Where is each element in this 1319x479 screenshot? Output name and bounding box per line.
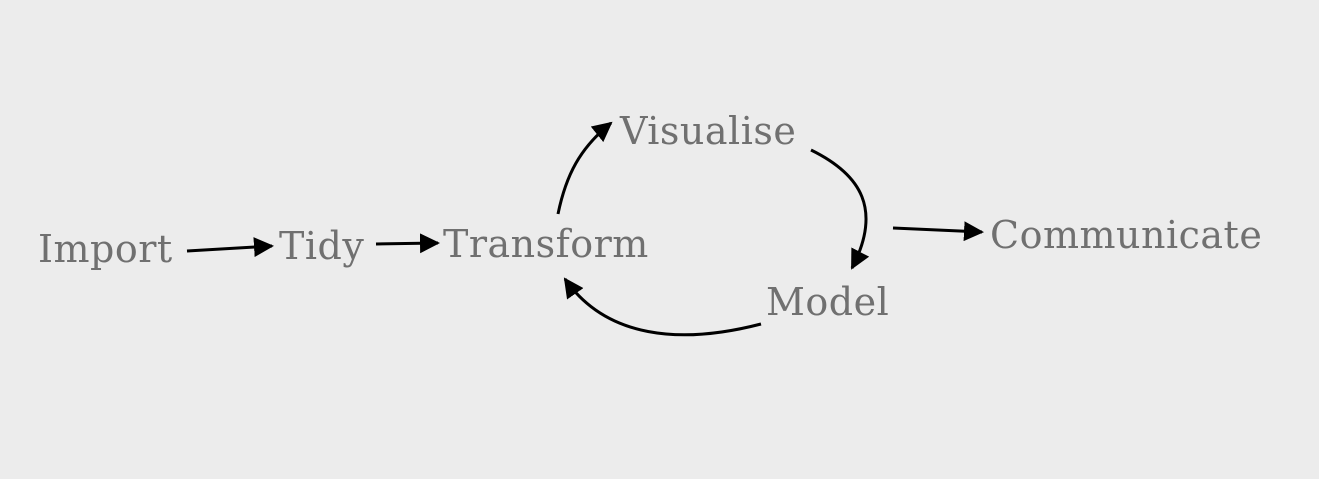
arrow-import-to-tidy <box>186 237 274 258</box>
node-transform: Transform <box>443 222 649 266</box>
arrow-visualise-to-model <box>810 148 870 270</box>
arrow-transform-to-visualise <box>556 121 613 215</box>
arrow-model-to-communicate <box>892 221 984 242</box>
node-communicate: Communicate <box>990 213 1263 257</box>
node-import: Import <box>38 227 173 271</box>
arrow-model-to-transform <box>563 277 762 337</box>
node-model: Model <box>766 280 890 324</box>
node-visualise: Visualise <box>620 109 797 153</box>
arrow-tidy-to-transform <box>375 233 440 254</box>
node-tidy: Tidy <box>279 224 365 268</box>
